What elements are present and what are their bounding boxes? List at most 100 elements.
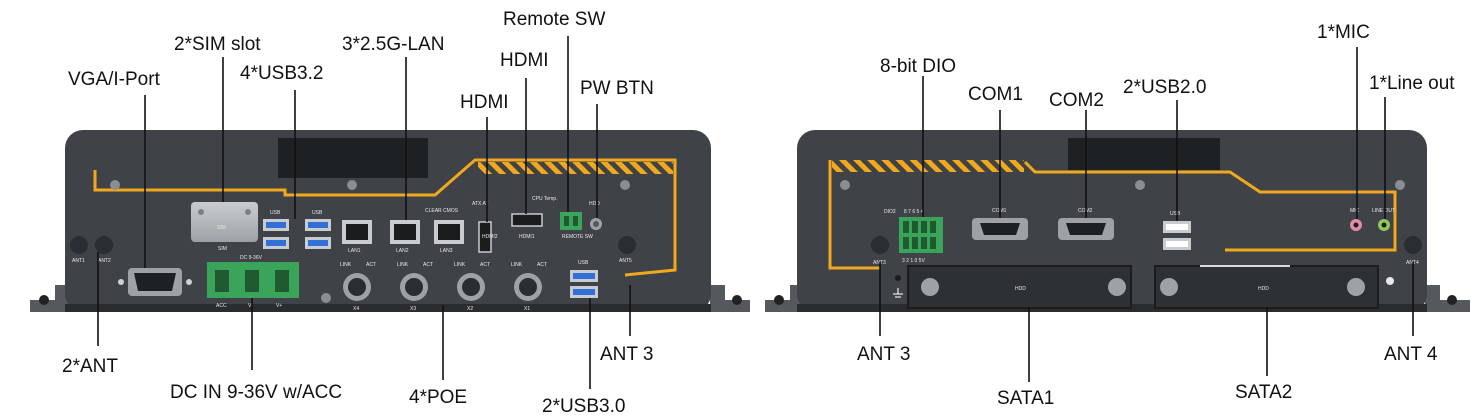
silk-lan2: LAN2 [396, 248, 409, 254]
lan-ports [342, 220, 464, 244]
com1-port [972, 218, 1028, 240]
rear-vent-slot [1068, 138, 1220, 170]
rear-accent-trim-line-2 [1023, 160, 1397, 252]
callout-usb30: 2*USB3.0 [542, 396, 625, 415]
silk-ant1: ANT1 [72, 258, 85, 264]
silk-atx-at: ATX AT [472, 201, 488, 207]
dio-terminal [899, 217, 943, 253]
callout-sata2: SATA2 [1235, 382, 1292, 403]
silk-lan1: LAN1 [348, 248, 361, 254]
rear-ant3-connector [871, 236, 889, 254]
hdmi-vertical-port [478, 221, 492, 253]
usb32-ports [263, 219, 331, 249]
power-button [590, 218, 602, 230]
callout-line-out: 1*Line out [1369, 73, 1455, 94]
silk-cpu-temp: CPU Temp. [532, 196, 557, 202]
callout-vga: VGA/I-Port [68, 69, 161, 90]
callout-remote-sw: Remote SW [503, 9, 605, 30]
silk-x3: X3 [410, 306, 416, 312]
dc-in-terminal [207, 262, 299, 298]
callout-dio: 8-bit DIO [880, 56, 956, 77]
silk-link-a: LINK [340, 262, 352, 268]
callout-mic: 1*MIC [1317, 22, 1370, 43]
callout-pw-btn: PW BTN [580, 78, 654, 99]
silk-hdd: HDD [589, 201, 600, 207]
callout-ant3-right: ANT 3 [857, 344, 911, 365]
callout-lan: 3*2.5G-LAN [342, 34, 444, 55]
silk-hdmi1: HDMI1 [519, 234, 535, 240]
rear-chassis-screws [840, 180, 1405, 190]
callout-sata1: SATA1 [997, 388, 1054, 409]
silk-act-b: ACT [423, 262, 433, 268]
silk-ant2: ANT2 [98, 258, 111, 264]
vent-slot [278, 138, 428, 178]
rear-accent-trim-line [828, 160, 880, 270]
sim-slot: SIM [191, 202, 258, 242]
callout-ant3-left: ANT 3 [600, 344, 654, 365]
silk-link-b: LINK [397, 262, 409, 268]
silk-act-a: ACT [366, 262, 376, 268]
silk-usb-b: USB [312, 210, 323, 216]
ant1-connector [70, 236, 88, 254]
left-mounting-foot [30, 285, 70, 312]
callout-poe: 4*POE [409, 387, 467, 408]
led-indicator [895, 275, 901, 281]
right-leader-lines [879, 47, 1414, 382]
rear-accent-hatch [832, 160, 1024, 172]
usb30-ports [570, 270, 598, 298]
right-rear-panel: ANT3 ANT4 DIO2 8 7 6 5 4 3 2 1 0 5V COM1 [765, 22, 1470, 409]
com2-port [1058, 218, 1114, 240]
mic-jack [1350, 219, 1362, 231]
hdd-bay-1 [907, 265, 1132, 309]
callout-usb20: 2*USB2.0 [1123, 77, 1206, 98]
silk-x4: X4 [353, 306, 359, 312]
silk-dc: DC 9-36V [240, 255, 263, 261]
left-leader-lines [97, 36, 631, 389]
remote-switch-terminal [560, 212, 582, 230]
silk-dio: DIO2 [884, 209, 896, 215]
silk-mic: MIC [1350, 208, 1360, 214]
chassis-bottom-edge [65, 304, 711, 312]
accent-hatch [478, 162, 673, 174]
vga-port [118, 268, 192, 296]
callout-com1: COM1 [968, 84, 1023, 105]
usb20-ports [1163, 221, 1191, 250]
line-out-jack [1378, 219, 1390, 231]
rear-right-foot [1425, 285, 1470, 312]
rear-left-foot [765, 285, 805, 312]
silk-link-c: LINK [454, 262, 466, 268]
silk-dio-bottom: 3 2 1 0 5V [902, 258, 925, 264]
hdmi-horizontal-port [511, 213, 543, 227]
silk-x2: X2 [467, 306, 473, 312]
silk-lan3: LAN3 [440, 248, 453, 254]
silk-line-out: LINE OUT [1372, 208, 1395, 214]
chassis-screws [110, 180, 630, 303]
silk-hdd2: HDD [1258, 286, 1269, 292]
silk-clear-cmos: CLEAR CMOS [425, 208, 459, 214]
left-front-panel: ANT1 ANT2 ANT5 SIM SIM DC 9-36V ACC V- V… [30, 9, 750, 417]
silk-hdd1: HDD [1015, 286, 1026, 292]
silk-usb-a: USB [270, 210, 281, 216]
silk-usb-rear: USB [1170, 211, 1181, 217]
callout-usb32: 4*USB3.2 [240, 63, 323, 84]
silk-act-d: ACT [537, 262, 547, 268]
silk-remote: REMOTE SW [562, 234, 593, 240]
callout-hdmi-1: HDMI [460, 92, 509, 113]
poe-connectors [343, 273, 542, 301]
sun-icon [1386, 277, 1394, 285]
ant2-connector [95, 236, 113, 254]
ground-icon [893, 288, 903, 298]
ant5-connector [618, 236, 636, 254]
silk-sim: SIM [217, 225, 226, 231]
callout-ant2: 2*ANT [62, 356, 118, 377]
callout-hdmi-2: HDMI [500, 50, 549, 71]
silk-x1: X1 [524, 306, 530, 312]
accent-trim-line [93, 158, 677, 277]
silk-acc: ACC [216, 303, 227, 309]
silk-link-d: LINK [511, 262, 523, 268]
silk-act-c: ACT [480, 262, 490, 268]
callout-dc-in: DC IN 9-36V w/ACC [170, 382, 342, 403]
rear-ant4-connector [1404, 236, 1422, 254]
silk-vminus: V- [248, 303, 253, 309]
